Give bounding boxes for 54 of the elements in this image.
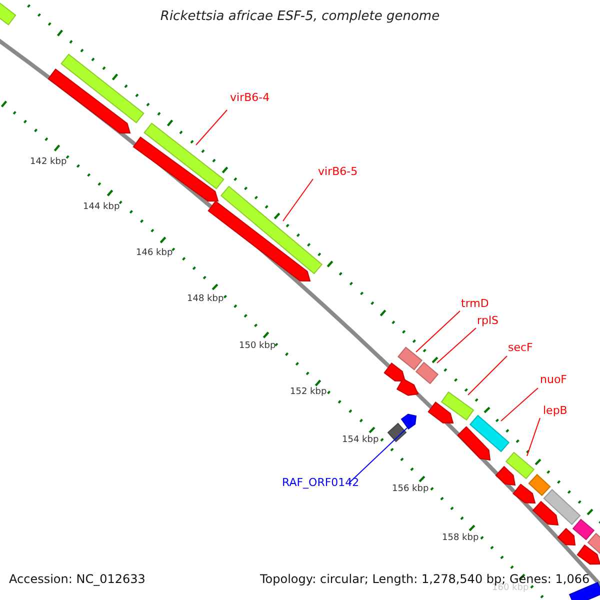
- gene-pointer-block: [48, 68, 131, 134]
- gene-block: [144, 122, 224, 190]
- gene-label: RAF_ORF0142: [282, 477, 360, 490]
- scale-label: 156 kbp: [392, 485, 429, 495]
- leader-line: [468, 356, 508, 396]
- leader-line: [196, 110, 228, 146]
- gene-label: secF: [508, 342, 533, 354]
- scale-label: 154 kbp: [342, 436, 379, 446]
- gene-pointer-block: [457, 426, 491, 461]
- gene-block: [505, 452, 535, 480]
- scale-label: 158 kbp: [442, 534, 479, 544]
- gene-pointer-block: [396, 378, 419, 396]
- gene-block: [528, 474, 551, 496]
- gene-block: [415, 362, 439, 384]
- gene-label: rplS: [477, 315, 499, 328]
- gene-pointer-block: [532, 500, 559, 526]
- gene-pointer-block: [208, 200, 311, 282]
- scale-label: 142 kbp: [30, 158, 67, 168]
- gene-label: virB6-5: [318, 166, 358, 178]
- title: Rickettsia africae ESF-5, complete genome: [159, 10, 441, 24]
- leader-line: [348, 428, 408, 484]
- gene-label: nuoF: [540, 374, 568, 386]
- leader-line: [436, 328, 476, 364]
- scale-label: 160 kbp: [492, 584, 529, 594]
- scale-label: 148 kbp: [187, 295, 224, 305]
- leader-line: [416, 310, 460, 352]
- scale-label: 150 kbp: [239, 342, 276, 352]
- gene-block: [398, 346, 422, 370]
- scale-label: 144 kbp: [83, 203, 120, 213]
- gene-block: [469, 414, 510, 452]
- gene-block: [0, 0, 16, 26]
- scale-label: 152 kbp: [290, 388, 327, 398]
- gene-pointer-block: [576, 544, 600, 565]
- gene-block: [220, 186, 323, 274]
- gene-label: virB6-4: [230, 92, 270, 104]
- gene-block: [440, 391, 474, 421]
- gene-pointer-block: [428, 402, 454, 424]
- scale-label: 146 kbp: [136, 249, 173, 259]
- gene-pointer-block: [400, 414, 417, 430]
- leader-line: [526, 418, 540, 456]
- leader-line: [500, 388, 538, 422]
- gene-label: trmD: [461, 298, 489, 310]
- gene-pointer-block: [557, 528, 576, 546]
- gene-label: lepB: [543, 405, 568, 418]
- gene-block: [60, 54, 144, 124]
- gene-pointer-block: [384, 362, 406, 382]
- gene-pointer-block: [495, 466, 516, 486]
- gene-pointer-block: [512, 484, 536, 504]
- gene-block: [572, 518, 595, 540]
- leader-line: [282, 178, 314, 222]
- gene-block: [543, 488, 581, 526]
- gene-pointer-block: [132, 136, 219, 202]
- footer-text: Accession: NC_012633: [9, 573, 146, 586]
- gene-block: [387, 422, 407, 442]
